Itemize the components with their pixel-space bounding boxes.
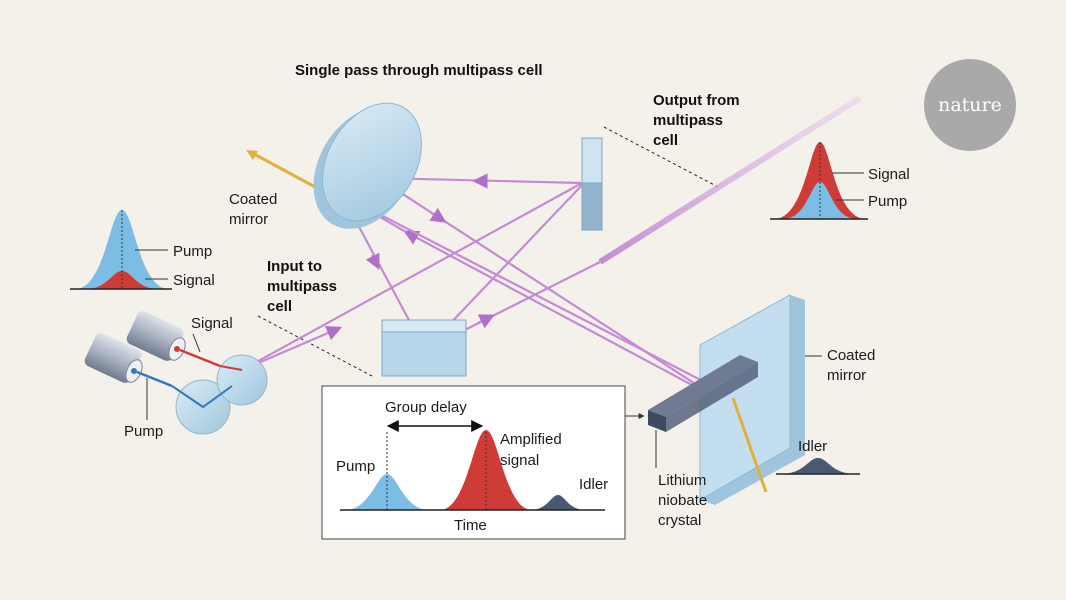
legend-right-pump: Pump — [868, 193, 907, 210]
coated-mirror-right-label-2: mirror — [827, 367, 866, 384]
idler-output-pulse — [776, 458, 860, 475]
legend-left-pulses — [70, 210, 172, 290]
idler-out-label: Idler — [798, 438, 827, 455]
idler-beam-out — [731, 397, 768, 493]
output-title-line2: multipass — [653, 112, 723, 129]
lithium-niobate-crystal — [648, 355, 758, 432]
signal-source-label: Signal — [191, 315, 233, 332]
output-title-line1: Output from — [653, 92, 740, 109]
input-leader-line — [257, 315, 373, 377]
pump-source-label: Pump — [124, 423, 163, 440]
inset-amplified-2: signal — [500, 452, 539, 469]
signal-laser — [126, 311, 186, 361]
coated-mirror-slab — [699, 294, 805, 505]
single-pass-title: Single pass through multipass cell — [295, 62, 543, 79]
coated-mirror-disc — [313, 102, 422, 229]
coated-mirror-right-label-1: Coated — [827, 347, 875, 364]
coated-mirror-top-label-2: mirror — [229, 211, 268, 228]
inset-panel — [321, 385, 645, 540]
pump-laser — [84, 333, 143, 383]
input-title-line2: multipass — [267, 278, 337, 295]
inset-pump-label: Pump — [336, 458, 375, 475]
inset-group-delay: Group delay — [385, 399, 467, 416]
legend-left-pump: Pump — [173, 243, 212, 260]
small-mirror-plate — [581, 137, 603, 231]
crystal-label-3: crystal — [658, 512, 701, 529]
input-title-line3: cell — [267, 298, 292, 315]
inset-amplified-1: Amplified — [500, 431, 562, 448]
inset-time-axis: Time — [454, 517, 487, 534]
output-title-line3: cell — [653, 132, 678, 149]
svg-text:nature: nature — [938, 94, 1002, 116]
signal-input-beam — [179, 348, 221, 368]
crystal-label-2: niobate — [658, 492, 707, 509]
combining-optics — [171, 354, 268, 435]
legend-left-signal: Signal — [173, 272, 215, 289]
output-leader-line — [603, 126, 721, 189]
output-beam — [598, 95, 862, 265]
nature-logo: nature — [924, 59, 1016, 151]
input-title-line1: Input to — [267, 258, 322, 275]
legend-right-signal: Signal — [868, 166, 910, 183]
coated-mirror-top-label-1: Coated — [229, 191, 277, 208]
inset-idler-label: Idler — [579, 476, 608, 493]
crystal-label-1: Lithium — [658, 472, 706, 489]
legend-right-pulses — [770, 142, 868, 220]
bottom-box-mirror — [381, 319, 467, 377]
pump-input-beam — [136, 370, 173, 388]
